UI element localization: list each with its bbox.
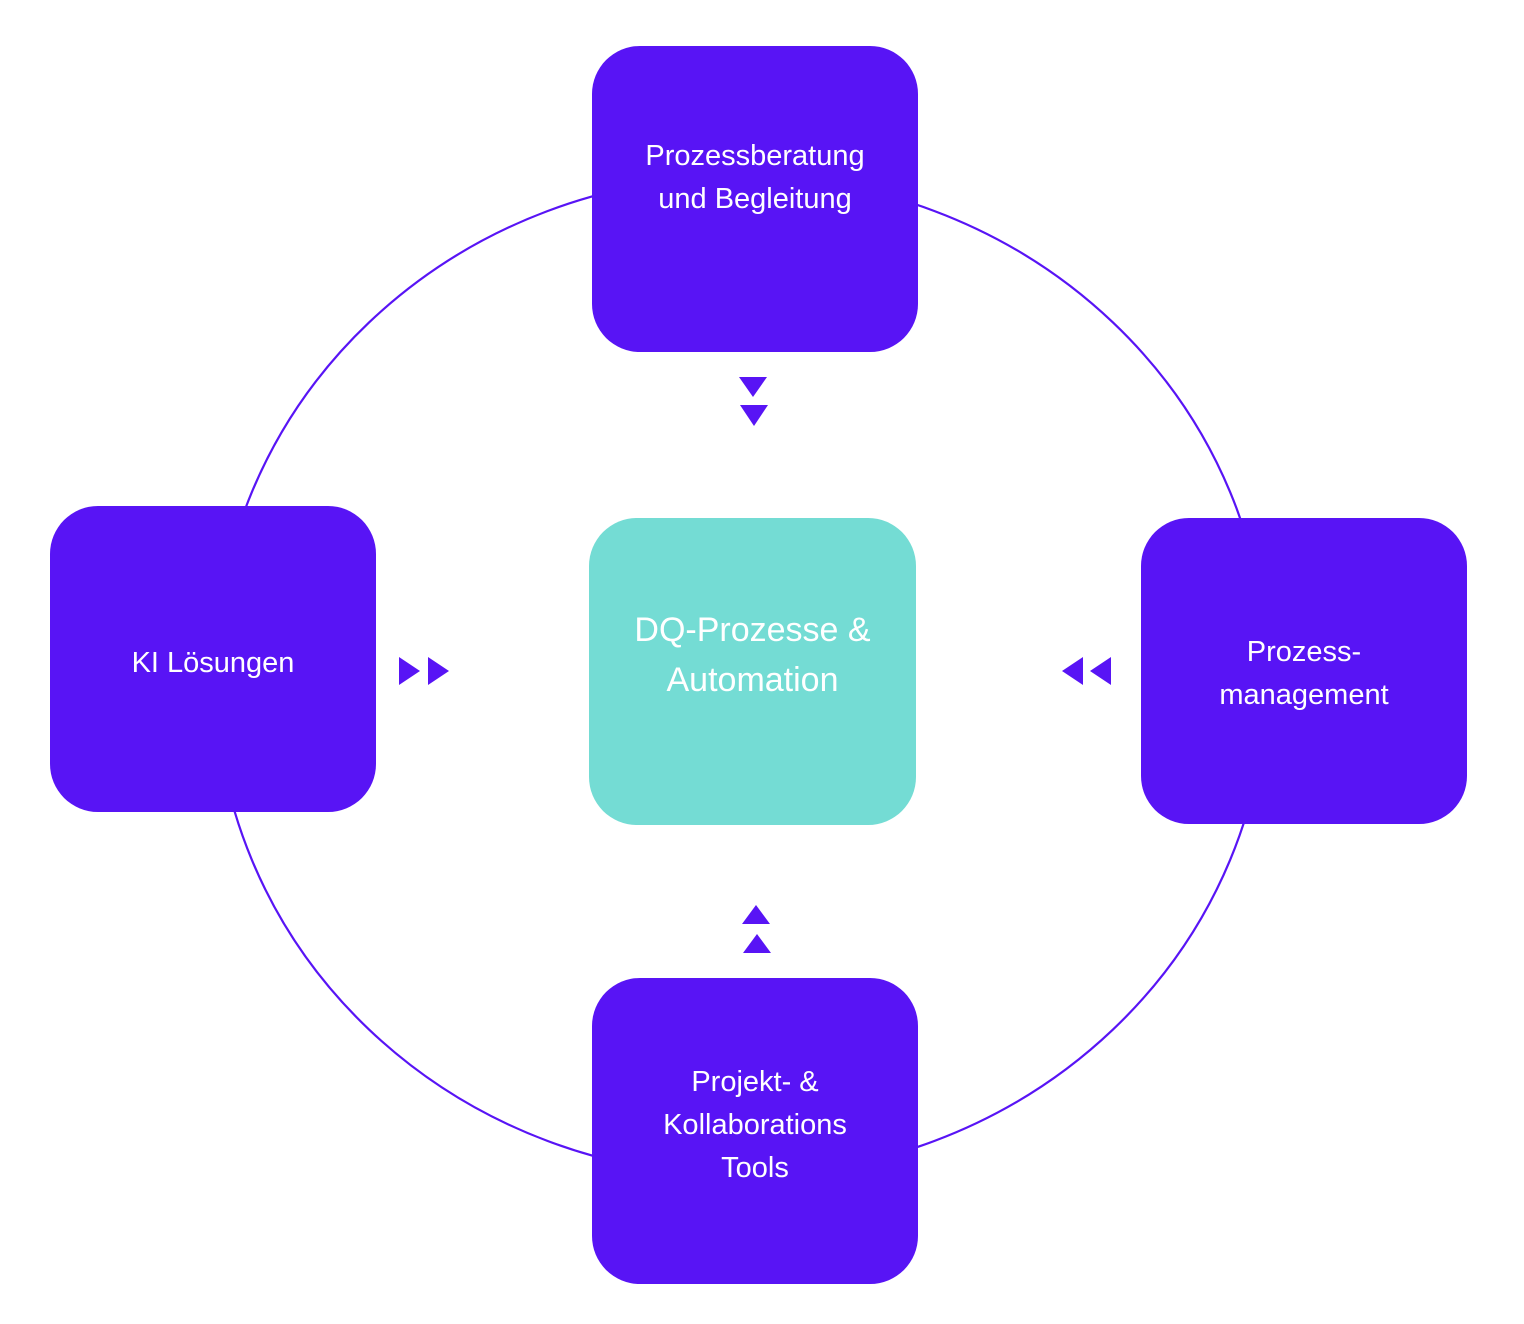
center-node-dq-prozesse[interactable]: DQ-Prozesse & Automation (589, 518, 916, 825)
node-prozessmanagement[interactable]: Prozess- management (1141, 518, 1467, 824)
down-triangle-icon (739, 377, 767, 397)
node-prozessberatung[interactable]: Prozessberatung und Begleitung (592, 46, 918, 352)
arrow-right-to-center (1062, 657, 1111, 685)
arrow-bottom-to-center (742, 905, 771, 953)
up-triangle-icon (742, 905, 770, 924)
node-label: KI Lösungen (131, 646, 295, 679)
node-ki-loesungen[interactable]: KI Lösungen (50, 506, 376, 812)
node-label: Prozess- management (1219, 636, 1389, 711)
node-label: Prozessberatung und Begleitung (645, 140, 865, 215)
right-triangle-icon (428, 657, 449, 685)
arrow-top-to-center (739, 377, 768, 426)
left-triangle-icon (1062, 657, 1083, 685)
left-triangle-icon (1090, 657, 1111, 685)
up-triangle-icon (743, 934, 771, 953)
center-node-label: DQ-Prozesse & Automation (634, 610, 871, 699)
arrow-left-to-center (399, 657, 449, 685)
right-triangle-icon (399, 657, 420, 685)
node-projekt-kollaborations-tools[interactable]: Projekt- & Kollaborations Tools (592, 978, 918, 1284)
node-label: Projekt- & Kollaborations Tools (663, 1065, 847, 1184)
down-triangle-icon (740, 405, 768, 426)
